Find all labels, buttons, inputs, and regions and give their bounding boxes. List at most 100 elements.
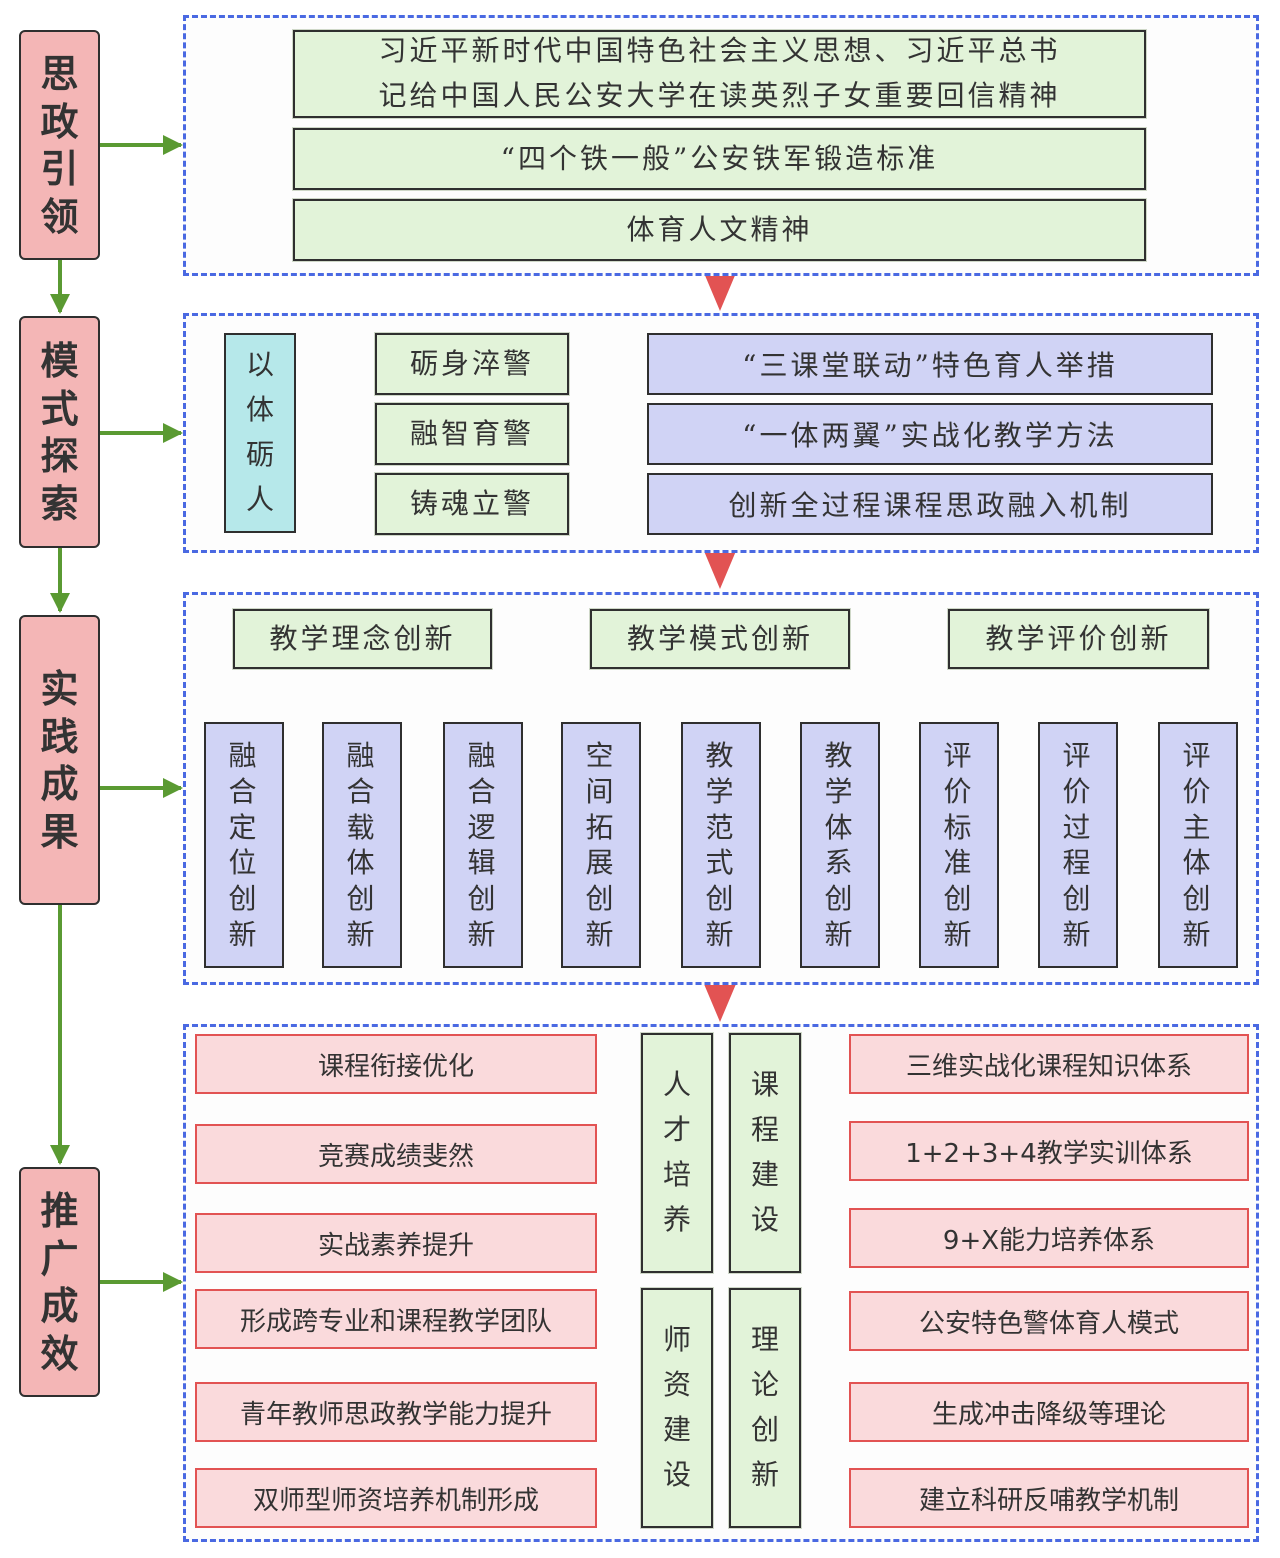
- stage-char: 索: [40, 480, 79, 526]
- result-label: 形成跨专业和课程教学团队: [239, 1306, 552, 1337]
- result-label: 1+2+3+4教学实训体系: [905, 1138, 1193, 1169]
- branch-result-label: 创新全过程课程思政融入机制: [728, 489, 1132, 522]
- result-label: 实战素养提升: [317, 1230, 474, 1261]
- theory-result: 建立科研反哺教学机制: [849, 1468, 1249, 1528]
- innovation-item-char: 程: [1062, 846, 1094, 880]
- course-result: 公安特色警体育人模式: [849, 1291, 1249, 1351]
- innovation-item-char: 辑: [467, 846, 499, 880]
- branch-result: “三课堂联动”特色育人举措: [647, 333, 1213, 395]
- hub-char: 才: [662, 1113, 691, 1147]
- innovation-item-char: 式: [705, 846, 737, 880]
- course-result: 9+X能力培养体系: [849, 1208, 1249, 1268]
- innovation-item-char: 创: [705, 882, 737, 916]
- branch-result-label: “一体两翼”实战化教学方法: [742, 419, 1118, 452]
- innovation-item-char: 价: [1062, 774, 1094, 808]
- branch-result: “一体两翼”实战化教学方法: [647, 403, 1213, 465]
- stage-char: 政: [40, 98, 79, 144]
- stage-char: 广: [40, 1235, 79, 1281]
- stage-char: 效: [40, 1330, 79, 1376]
- panel-promotion: [183, 1024, 1259, 1542]
- innovation-item-char: 创: [228, 882, 260, 916]
- talent-result: 课程衔接优化: [195, 1034, 597, 1094]
- stage-ideology-guidance: 思 政 引 领: [19, 30, 100, 260]
- ideology-item-line: 体育人文精神: [626, 212, 813, 246]
- innovation-item-char: 过: [1062, 810, 1094, 844]
- ideology-item: “四个铁一般”公安铁军锻造标准: [293, 128, 1146, 190]
- innovation-item-char: 融: [228, 739, 260, 772]
- ideology-item-line: 习近平新时代中国特色社会主义思想、习近平总书: [378, 34, 1061, 68]
- innovation-item: 融合定位创新: [204, 722, 284, 968]
- result-label: 生成冲击降级等理论: [931, 1399, 1166, 1430]
- hub-char: 建: [662, 1413, 691, 1446]
- innovation-item-char: 主: [1182, 810, 1214, 844]
- stage-char: 式: [40, 385, 79, 431]
- result-label: 青年教师思政教学能力提升: [239, 1399, 552, 1430]
- hub-char: 程: [750, 1113, 779, 1147]
- result-label: 9+X能力培养体系: [942, 1225, 1156, 1256]
- result-label: 公安特色警体育人模式: [918, 1308, 1179, 1339]
- innovation-item-char: 体: [824, 810, 856, 844]
- stage-char: 果: [40, 808, 79, 854]
- innovation-item-char: 教: [705, 739, 737, 772]
- innovation-item-char: 创: [824, 882, 856, 916]
- hub-char: 人: [662, 1068, 691, 1102]
- innovation-item-char: 创: [943, 882, 975, 916]
- innovation-item-char: 逻: [467, 810, 499, 844]
- innovation-item-char: 新: [1062, 918, 1094, 952]
- innovation-item-char: 学: [705, 774, 737, 808]
- branch-node: 铸魂立警: [375, 473, 569, 535]
- hub-char: 资: [662, 1368, 691, 1402]
- innovation-item-char: 体: [346, 846, 378, 880]
- hub-char: 设: [662, 1457, 691, 1491]
- ideology-item-line: “四个铁一般”公安铁军锻造标准: [500, 141, 939, 175]
- innovation-item-char: 合: [228, 774, 260, 808]
- hub-char: 新: [750, 1457, 779, 1491]
- stage-char: 领: [40, 193, 79, 239]
- stage-char: 践: [40, 713, 79, 759]
- innovation-item-char: 载: [346, 810, 378, 844]
- hub-theory-innovation: 理论创新: [729, 1288, 801, 1528]
- innovation-item: 教学范式创新: [681, 722, 761, 968]
- innovation-item-char: 空: [585, 739, 617, 772]
- innovation-item-char: 新: [585, 918, 617, 952]
- stage-char: 探: [40, 433, 79, 478]
- innovation-item-char: 新: [228, 918, 260, 952]
- innovation-item-char: 融: [346, 739, 378, 772]
- stage-char: 实: [40, 666, 79, 711]
- ideology-item: 习近平新时代中国特色社会主义思想、习近平总书 记给中国人民公安大学在读英烈子女重…: [293, 30, 1146, 118]
- stage-practice-results: 实 践 成 果: [19, 615, 100, 905]
- innovation-item-char: 拓: [585, 810, 617, 844]
- core-node: 以 体 砺 人: [224, 333, 296, 533]
- stage-promotion-effect: 推 广 成 效: [19, 1167, 100, 1397]
- innovation-item: 评价标准创新: [919, 722, 999, 968]
- stage-char: 模: [40, 338, 79, 383]
- core-char: 砺: [245, 438, 274, 471]
- hub-char: 理: [750, 1323, 779, 1357]
- innovation-item-char: 评: [943, 739, 975, 772]
- innovation-item-char: 价: [943, 774, 975, 808]
- branch-label: 融智育警: [409, 416, 534, 450]
- innovation-item-char: 标: [943, 810, 975, 844]
- result-label: 课程衔接优化: [317, 1051, 474, 1082]
- innovation-item-char: 融: [467, 739, 499, 772]
- talent-result: 竞赛成绩斐然: [195, 1124, 597, 1184]
- innovation-group-label: 教学理念创新: [269, 621, 456, 655]
- innovation-item-char: 间: [585, 774, 617, 808]
- branch-node: 砺身淬警: [375, 333, 569, 395]
- teacher-result: 青年教师思政教学能力提升: [195, 1382, 597, 1442]
- hub-char: 创: [750, 1413, 779, 1446]
- innovation-item-char: 教: [824, 739, 856, 772]
- innovation-item-char: 创: [1062, 882, 1094, 916]
- talent-result: 实战素养提升: [195, 1213, 597, 1273]
- branch-result-label: “三课堂联动”特色育人举措: [742, 349, 1118, 382]
- innovation-item-char: 创: [346, 882, 378, 916]
- innovation-item: 融合逻辑创新: [443, 722, 523, 968]
- result-label: 双师型师资培养机制形成: [252, 1485, 539, 1516]
- hub-char: 养: [662, 1202, 691, 1236]
- stage-char: 推: [40, 1188, 79, 1233]
- stage-mode-exploration: 模 式 探 索: [19, 316, 100, 548]
- ideology-item: 体育人文精神: [293, 199, 1146, 261]
- innovation-item-char: 新: [467, 918, 499, 952]
- innovation-item-char: 合: [346, 774, 378, 808]
- core-char: 人: [245, 482, 274, 516]
